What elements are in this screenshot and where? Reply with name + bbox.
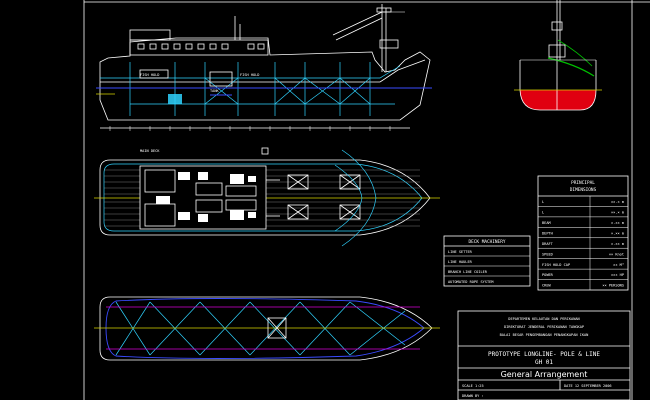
- project-code: GH 01: [535, 359, 553, 366]
- deck-machinery-table: DECK MACHINERY LINE SETTER LINE HAULER BRA…: [443, 235, 531, 287]
- principal-row-value: ××× HP: [611, 273, 624, 277]
- principal-row-value: ×.×× m: [611, 221, 624, 225]
- principal-row-label: BEAM: [542, 221, 551, 225]
- title-block: DEPARTEMEN KELAUTAN DAN PERIKANAN DIREKT…: [457, 310, 631, 400]
- principal-row-value: ×.×× m: [611, 242, 624, 246]
- deck-machinery-item: LINE HAULER: [448, 260, 473, 264]
- project-name: PROTOTYPE LONGLINE- POLE & LINE: [488, 351, 600, 358]
- principal-row-value: ××.× m: [611, 211, 624, 215]
- date-label: DATE 12 SEPTEMBER 2006: [564, 384, 612, 388]
- principal-row-value: ×× M³: [613, 263, 624, 267]
- org-line-1: DEPARTEMEN KELAUTAN DAN PERIKANAN: [508, 317, 579, 321]
- principal-row-value: ××.× m: [611, 200, 624, 204]
- deck-label: MAIN DECK: [140, 149, 160, 153]
- drawing-frame: [83, 0, 650, 400]
- principal-row-label: FISH HOLD CAP: [542, 263, 570, 267]
- principal-row-label: DRAFT: [542, 242, 554, 246]
- org-line-3: BALAI BESAR PENGEMBANGAN PENANGKAPAN IKA…: [500, 333, 589, 337]
- deck-machinery-item: AUTOMATED ROPE SYSTEM: [448, 280, 494, 284]
- principal-row-label: DEPTH: [542, 231, 553, 235]
- fish-hold-label-2: FISH HOLD: [240, 73, 259, 77]
- body-plan-view: [514, 0, 602, 111]
- side-profile-view: FISH HOLD FISH HOLD TANK: [96, 4, 432, 131]
- scale-label: SCALE 1:25: [462, 384, 484, 388]
- principal-row-label: CREW: [542, 284, 551, 288]
- fish-hold-label-1: FISH HOLD: [140, 73, 159, 77]
- principal-row-label: POWER: [542, 273, 554, 277]
- drawn-by-label: DRAWN BY :: [462, 394, 484, 398]
- deck-machinery-item: BRANCH LINE COILER: [448, 270, 488, 274]
- principal-row-value: ×× Knot: [609, 252, 624, 256]
- principal-dimensions-table: PRINCIPAL DIMENSIONS L ××.× m L ××.× m BEAM ×…: [537, 175, 629, 291]
- org-line-2: DIREKTORAT JENDERAL PERIKANAN TANGKAP: [504, 325, 584, 329]
- principal-row-value: ×.×× m: [611, 231, 624, 235]
- tank-label: TANK: [210, 89, 219, 93]
- principal-title-1: PRINCIPAL: [571, 180, 595, 186]
- deck-machinery-title: DECK MACHINERY: [468, 239, 505, 245]
- drawing-title: General Arrangement: [501, 370, 588, 379]
- deck-machinery-item: LINE SETTER: [448, 250, 473, 254]
- hold-plan-view: [94, 296, 440, 361]
- principal-row-value: ×× PERSONS: [602, 284, 624, 288]
- principal-row-label: L: [542, 200, 544, 204]
- principal-row-label: SPEED: [542, 252, 553, 256]
- main-deck-plan-view: MAIN DECK: [94, 147, 440, 247]
- principal-title-2: DIMENSIONS: [570, 187, 597, 193]
- principal-row-label: L: [542, 211, 544, 215]
